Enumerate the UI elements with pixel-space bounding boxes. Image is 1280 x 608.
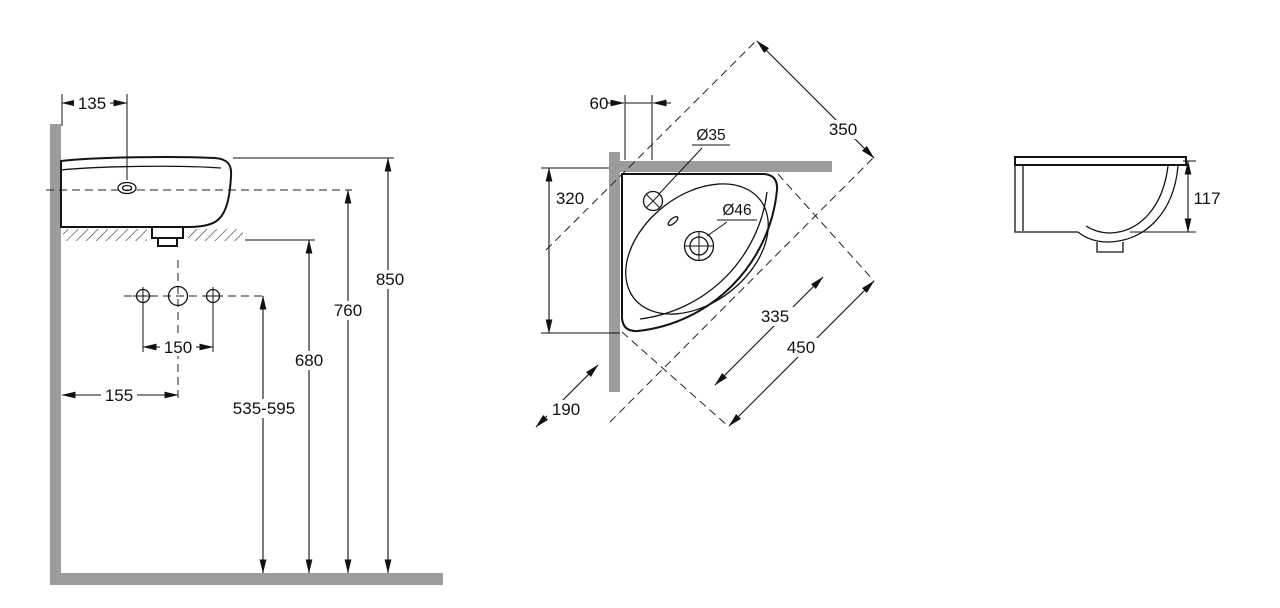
dim-190: 190 — [535, 364, 599, 428]
plan-view: 60 320 Ø35 Ø46 350 — [535, 39, 877, 428]
dim-335: 335 — [714, 276, 824, 386]
dim-535-595: 535-595 — [227, 295, 301, 574]
mounting-holes — [124, 260, 267, 400]
drain-fitting-front — [1096, 242, 1124, 253]
dim-335-label: 335 — [761, 307, 789, 326]
dim-155-label: 155 — [105, 386, 133, 405]
dim-117: 117 — [1130, 160, 1221, 233]
dim-760: 760 — [329, 189, 367, 574]
drain-hole-plan — [683, 230, 715, 262]
tap-hole-callout: Ø35 — [658, 127, 730, 195]
dim-450: 450 — [728, 280, 875, 427]
mounting-bracket — [63, 226, 243, 247]
dim-135-label: 135 — [78, 94, 106, 113]
dim-680: 680 — [245, 239, 328, 574]
dim-60: 60 — [590, 94, 671, 160]
dim-150: 150 — [142, 305, 214, 357]
tap-hole-diameter-label: Ø35 — [696, 127, 725, 144]
dim-135: 135 — [61, 94, 128, 180]
drain-diameter-label: Ø46 — [722, 202, 751, 219]
wall-plan-vertical — [609, 152, 620, 392]
dim-760-label: 760 — [334, 301, 362, 320]
dim-155: 155 — [61, 386, 179, 405]
dim-117-label: 117 — [1193, 189, 1220, 208]
side-elevation-view: 135 150 155 535-595 680 — [46, 94, 443, 585]
wall-section — [50, 124, 61, 585]
overflow-slot — [667, 216, 679, 226]
basin-side-profile — [46, 156, 352, 228]
dim-320-label: 320 — [556, 189, 584, 208]
dim-320: 320 — [541, 167, 620, 334]
dim-150-label: 150 — [164, 338, 192, 357]
dim-60-label: 60 — [590, 94, 609, 113]
dim-680-label: 680 — [295, 351, 323, 370]
tap-hole-plan — [642, 190, 664, 212]
tap-hole-side — [117, 181, 137, 195]
wall-plan-horizontal — [614, 161, 832, 172]
dim-535-595-label: 535-595 — [233, 399, 295, 418]
dim-850: 850 — [233, 157, 409, 574]
dim-850-label: 850 — [376, 270, 404, 289]
drain-fitting-side — [151, 226, 184, 239]
basin-front-profile — [1014, 156, 1187, 253]
front-view: 117 — [1014, 156, 1221, 253]
dim-350: 350 — [756, 40, 875, 159]
dim-190-label: 190 — [552, 400, 580, 419]
drain-hole-callout: Ø46 — [706, 202, 757, 237]
dim-350-label: 350 — [829, 120, 857, 139]
dim-450-label: 450 — [787, 338, 815, 357]
floor-section — [55, 573, 443, 585]
